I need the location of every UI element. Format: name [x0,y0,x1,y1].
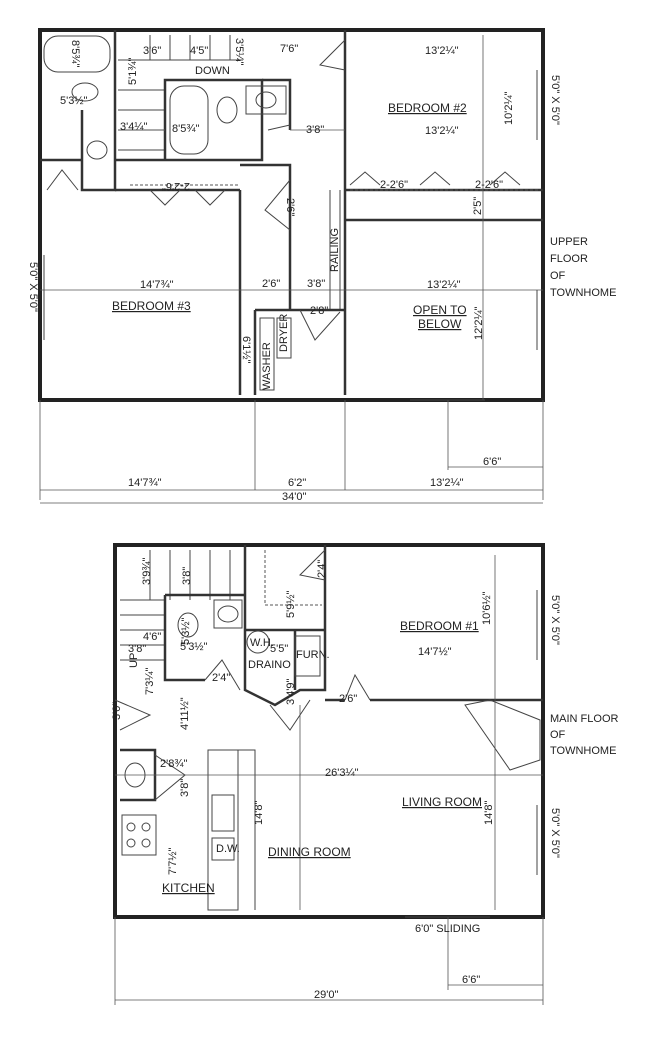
window-label: 5'0" X 5'0" [549,595,561,645]
dimension-label: 3'6" [143,45,161,57]
room-label-dining-room: DINING ROOM [268,845,351,859]
dimension-label: 12'2¼" [473,306,485,340]
dimension-label: 5'3½" [180,641,208,653]
main-exterior-wall [113,543,545,919]
upper-title-line: FLOOR [550,253,588,265]
dimension-label: 4'11½" [179,697,191,730]
dimension-label: 3'8" [179,779,191,797]
dimension-label: 4'5" [190,45,208,57]
dimension-label: 8'5¾" [172,123,200,135]
room-label-living-room: LIVING ROOM [402,795,482,809]
room-label-bedroom-3: BEDROOM #3 [112,299,191,313]
dimension-label: 3'9¾" [141,557,153,585]
dimension-label: 4'6" [143,631,161,643]
main-title-line: MAIN FLOOR [550,713,619,725]
dimension-label: 2'6" [284,198,296,216]
dimension-label: 14'7¾" [140,279,174,291]
dimension-label: 5'3½" [180,617,192,645]
dimension-label: 7'7½" [167,847,179,875]
dimension-label: 34'0" [282,491,306,503]
dimension-label: 5'3½" [60,95,88,107]
room-label-open-to-below: BELOW [418,317,462,331]
upper-title-line: UPPER [550,236,588,248]
dimension-label: 13'2¼" [425,45,459,57]
dimension-label: 2'4" [212,672,230,684]
upper-title-line: TOWNHOME [550,287,616,299]
dimension-label: 3'8" [181,567,193,585]
dimension-label: 6'1½" [240,336,252,364]
room-label-bedroom-2: BEDROOM #2 [388,101,467,115]
dimension-label: 3'8" [128,643,146,655]
upper-title-line: OF [550,270,566,282]
main-floor-plan [113,543,545,1005]
room-label-kitchen: KITCHEN [162,881,215,895]
dryer-label: DRYER [278,314,290,352]
upper-floor-plan [38,28,545,504]
stair-down-label: DOWN [195,65,230,77]
dimension-label: 2'8" [310,305,328,317]
dimension-label: 10'6½" [481,591,493,625]
sliding-door-label: 6'0" SLIDING [415,923,480,935]
dimension-label: 5'5" [270,643,288,655]
furnace-label: FURN. [296,649,330,661]
dishwasher-label: D.W. [216,843,240,855]
dimension-label: 3'4¼" [120,121,148,133]
dimension-label: 2'5" [472,197,484,215]
dimension-label: 8'5¾" [69,40,81,68]
dimension-label: 3'8" [306,124,324,136]
main-title-line: TOWNHOME [550,745,616,757]
dimension-label: 26'3¼" [325,767,359,779]
dimension-label: 13'2¼" [430,477,464,489]
window-label: 5'0" X 5'0" [549,808,561,858]
dimension-label: 5'1¾" [127,57,139,85]
dimension-label: 3'0" [111,702,123,720]
dimension-label: 14'7¾" [128,477,162,489]
drain-label: DRAINO [248,659,291,671]
dimension-label: 14'7½" [418,646,452,658]
window-label: 5'0" X 5'0" [549,75,561,125]
dimension-label: 3'5¼" [233,38,245,66]
washer-label: WASHER [261,342,273,390]
dimension-label: 10'2¼" [503,91,515,125]
stair-up-label: UP [128,653,140,668]
room-label-bedroom-1: BEDROOM #1 [400,619,479,633]
upper-exterior-wall [38,28,545,402]
dimension-label: 2'4" [316,560,328,578]
main-title-line: OF [550,729,566,741]
dimension-label: 7'6" [280,43,298,55]
dimension-label: 29'0" [314,989,338,1001]
dimension-label: 6'6" [483,456,501,468]
dimension-label: 2-2'6" [475,179,503,191]
railing-label: RAILING [329,228,341,272]
dimension-label: 6'6" [462,974,480,986]
dimension-label: 2-2'6" [162,180,190,192]
dimension-label: 2'6" [262,278,280,290]
dimension-label: 2'8¾" [160,758,188,770]
room-label-open-to-below: OPEN TO [413,303,467,317]
water-heater-label: W.H. [250,637,274,649]
dimension-label: 5'9½" [285,590,297,618]
dimension-label: 2-2'6" [380,179,408,191]
dimension-label: 14'8" [483,801,495,825]
dimension-label: 13'2¼" [427,279,461,291]
dimension-label: 14'8" [253,801,265,825]
window-label: 5'0" X 5'0" [27,262,39,312]
dimension-label: 13'2¼" [425,125,459,137]
dimension-label: 7'3¼" [144,667,156,695]
plan-labels: UPPER FLOOR OF TOWNHOME BEDROOM #2 BEDROOM #3… [27,38,619,1001]
dimension-label: 3'8" [307,278,325,290]
dimension-label: 2'6" [339,693,357,705]
dimension-label: 3'4'9" [285,678,297,705]
dimension-label: 6'2" [288,477,306,489]
